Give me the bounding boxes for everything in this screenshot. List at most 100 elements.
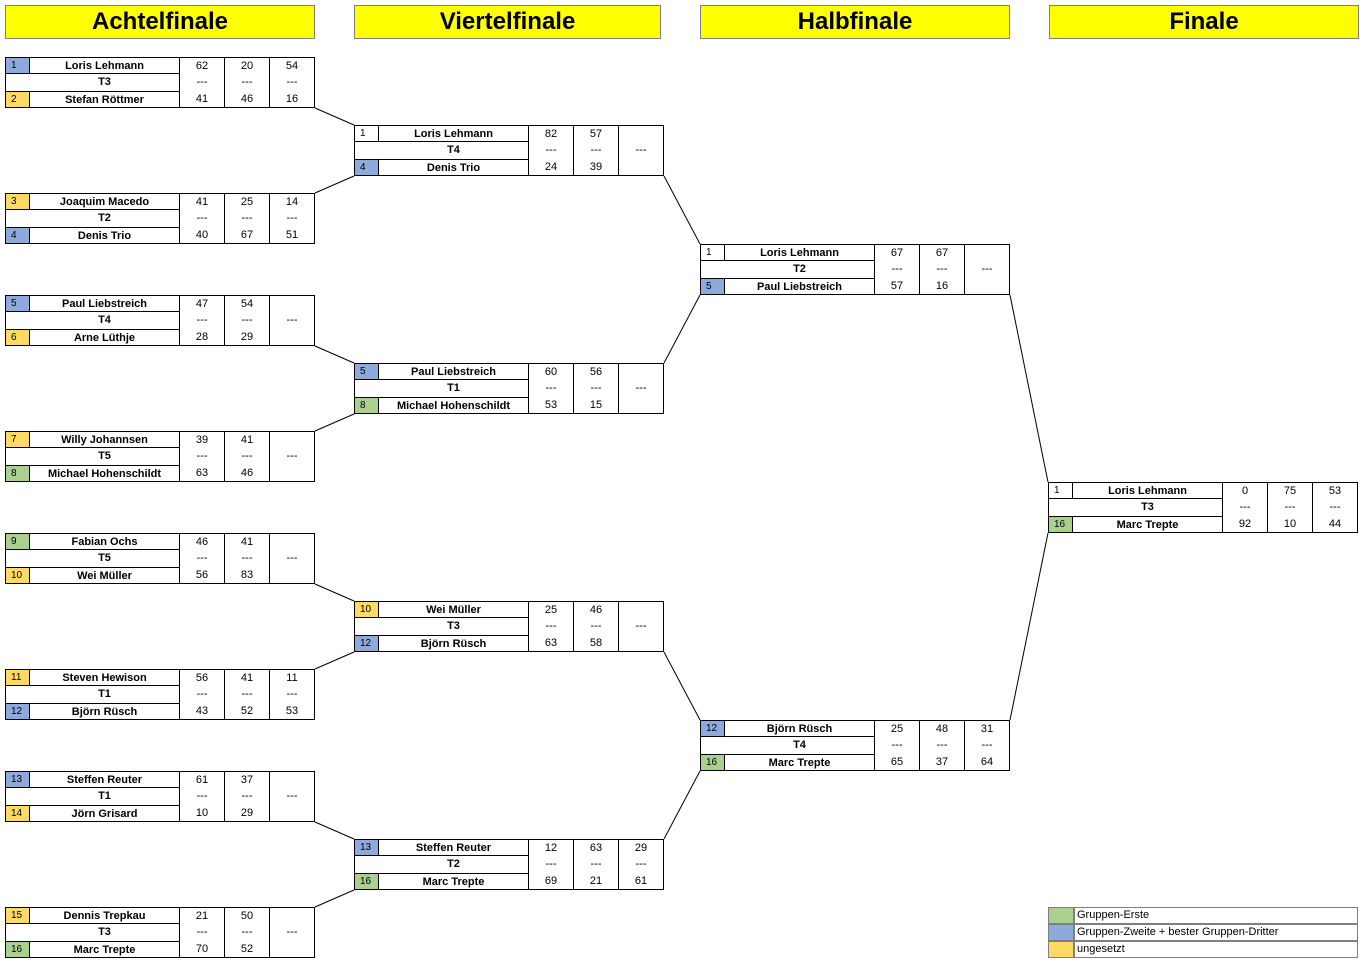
set-score-1: --- [529, 618, 574, 635]
seed-number: 7 [5, 431, 30, 448]
set-score-1: 47 [180, 295, 225, 312]
set-score-1: 82 [529, 125, 574, 142]
connector-line [314, 413, 355, 432]
set-score-1: --- [180, 312, 225, 329]
set-score-1: --- [180, 788, 225, 805]
seed-number: 12 [5, 703, 30, 720]
set-score-3: 54 [270, 57, 315, 74]
set-score-1: --- [529, 380, 574, 397]
set-score-2: --- [225, 210, 270, 227]
set-score-1: --- [875, 261, 920, 278]
set-score-3-pending: --- [619, 618, 664, 635]
seed-spacer [5, 74, 30, 91]
set-score-2: 63 [574, 839, 619, 856]
connector-line [1009, 532, 1049, 721]
seed-number: 8 [354, 397, 379, 414]
table-label: T3 [1073, 499, 1223, 516]
seed-number: 4 [5, 227, 30, 244]
table-label: T3 [379, 618, 529, 635]
set-score-2: 52 [225, 941, 270, 958]
player-name: Fabian Ochs [30, 533, 180, 550]
player-name: Loris Lehmann [725, 244, 875, 261]
set-score-1: 21 [180, 907, 225, 924]
set-score-2: 48 [920, 720, 965, 737]
set-score-1: 63 [529, 635, 574, 652]
set-score-1: 61 [180, 771, 225, 788]
player-name: Paul Liebstreich [725, 278, 875, 295]
set-score-2: 41 [225, 431, 270, 448]
set-score-3: 64 [965, 754, 1010, 771]
table-label: T2 [30, 210, 180, 227]
connector-line [663, 651, 701, 721]
set-score-3-pending: --- [965, 261, 1010, 278]
seed-spacer [354, 618, 379, 635]
set-score-2: --- [225, 312, 270, 329]
set-score-2: 41 [225, 669, 270, 686]
set-score-2: --- [574, 618, 619, 635]
set-score-2: 25 [225, 193, 270, 210]
set-score-2: --- [1268, 499, 1313, 516]
connector-line [314, 107, 355, 126]
set-score-1: --- [180, 210, 225, 227]
set-score-2: 75 [1268, 482, 1313, 499]
set-score-1: --- [180, 448, 225, 465]
set-score-1: 56 [180, 669, 225, 686]
set-score-2: --- [920, 737, 965, 754]
seed-number: 5 [5, 295, 30, 312]
player-name: Björn Rüsch [30, 703, 180, 720]
table-label: T3 [30, 74, 180, 91]
seed-spacer [5, 550, 30, 567]
set-score-1: --- [180, 924, 225, 941]
set-score-2: 41 [225, 533, 270, 550]
set-score-1: 41 [180, 193, 225, 210]
set-score-2: 46 [225, 91, 270, 108]
set-score-3: 61 [619, 873, 664, 890]
player-name: Paul Liebstreich [30, 295, 180, 312]
header-halbfinale: Halbfinale [700, 5, 1010, 39]
player-name: Steffen Reuter [30, 771, 180, 788]
seed-spacer [5, 210, 30, 227]
set-score-1: --- [875, 737, 920, 754]
table-label: T1 [379, 380, 529, 397]
set-score-3-empty [619, 601, 664, 618]
seed-number: 6 [5, 329, 30, 346]
seed-number: 4 [354, 159, 379, 176]
set-score-2: 57 [574, 125, 619, 142]
set-score-3: --- [965, 737, 1010, 754]
connector-line [663, 175, 701, 245]
legend: Gruppen-Erste Gruppen-Zweite + bester Gr… [1048, 907, 1358, 958]
table-label: T3 [30, 924, 180, 941]
connector-line [314, 889, 355, 908]
set-score-2: 16 [920, 278, 965, 295]
set-score-3: --- [270, 210, 315, 227]
set-score-1: 46 [180, 533, 225, 550]
header-viertelfinale: Viertelfinale [354, 5, 661, 39]
player-name: Jörn Grisard [30, 805, 180, 822]
player-name: Marc Trepte [1073, 516, 1223, 533]
legend-label-unseeded: ungesetzt [1074, 941, 1358, 958]
set-score-3-empty [619, 159, 664, 176]
set-score-1: --- [529, 142, 574, 159]
set-score-2: 20 [225, 57, 270, 74]
set-score-2: 58 [574, 635, 619, 652]
player-name: Wei Müller [30, 567, 180, 584]
player-name: Loris Lehmann [1073, 482, 1223, 499]
set-score-3-pending: --- [619, 142, 664, 159]
seed-number: 5 [354, 363, 379, 380]
seed-number: 3 [5, 193, 30, 210]
set-score-1: --- [529, 856, 574, 873]
table-label: T2 [725, 261, 875, 278]
set-score-2: --- [225, 924, 270, 941]
seed-number: 12 [354, 635, 379, 652]
